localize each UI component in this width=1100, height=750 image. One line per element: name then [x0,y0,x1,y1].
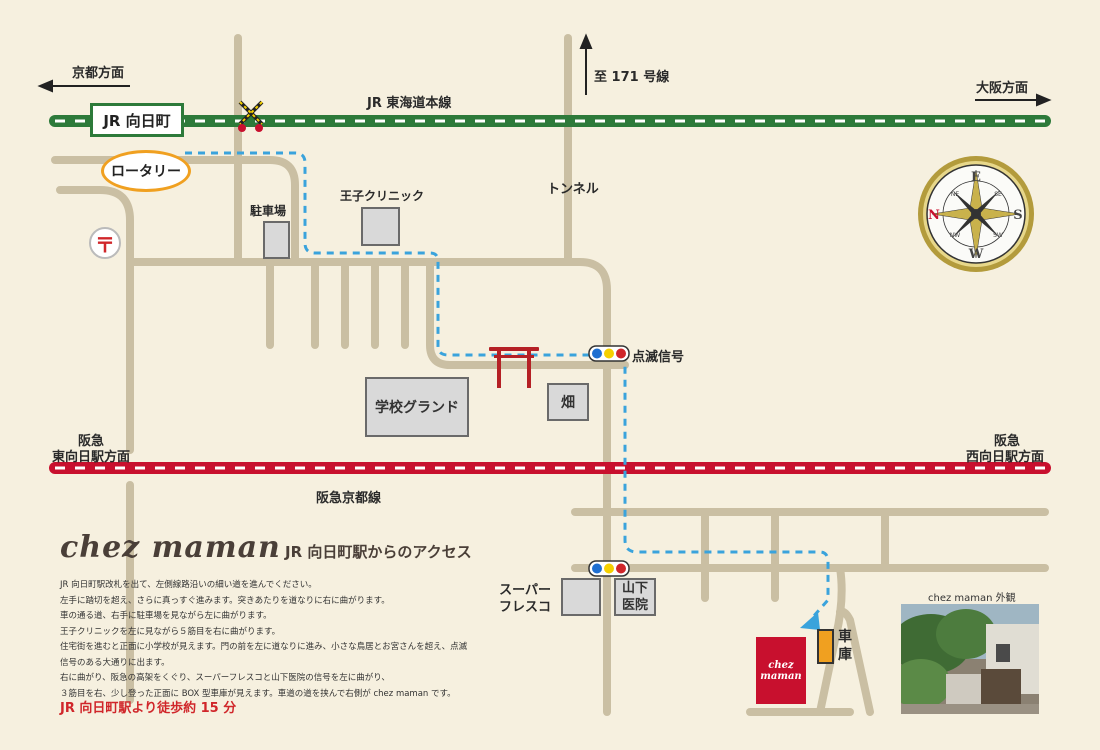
hankyu-line-label: 阪急京都線 [316,491,382,506]
direction-hankyu-west-2: 西向日駅方面 [966,450,1045,465]
hospital-box: 山下 医院 [614,578,656,616]
garage-box [817,629,834,664]
direction-line: 左手に踏切を超え、さらに真っすぐ進みます。突きあたりを道なりに右に曲がります。 [60,595,390,606]
exterior-photo [901,604,1039,714]
direction-kyoto: 京都方面 [72,66,125,81]
direction-hankyu-east-1: 阪急 [78,434,105,449]
torii-icon [489,347,539,388]
access-title: JR 向日町駅からのアクセス [285,543,472,561]
field: 畑 [547,383,589,421]
supermarket-label: スーパー フレスコ [499,583,552,615]
compass-ne-label: NE [951,191,959,198]
arrow-left-icon [37,79,53,93]
arrow-up-icon [579,33,593,49]
flashing-signal-icon [588,345,630,362]
tunnel-label: トンネル [547,182,599,197]
walk-time: JR 向日町駅より徒歩約 15 分 [60,701,237,716]
chez-maman-logo: chez maman [756,637,806,704]
logo-line1: chez [768,659,794,671]
compass-se-label: SE [994,191,1002,198]
direction-line: 車の通る道、右手に駐車場を見ながら左に曲がります。 [60,611,272,621]
compass-nw-label: NW [950,232,960,239]
access-directions: JR 向日町駅改札を出て、左側線路沿いの細い道を進んでください。 左手に踏切を超… [60,578,500,702]
walking-route [185,151,830,619]
traffic-signal-icon [588,560,630,577]
direction-line: 住宅街を進むと正面に小学校が見えます。門の前を左に道なりに進み、小さな鳥居とお宮… [60,642,468,652]
compass-icon [918,156,1034,272]
direction-hankyu-east-2: 東向日駅方面 [52,450,131,465]
garage-label: 車 庫 [838,629,852,663]
photo-caption: chez maman 外観 [928,593,1016,604]
logo-line2: maman [760,670,802,682]
direction-line: ３筋目を右、少し登った正面に BOX 型車庫が見えます。車道の道を挟んで右側が … [60,688,456,699]
compass-sw-label: SW [993,232,1003,239]
direction-osaka: 大阪方面 [976,81,1029,96]
rotary: ロータリー [101,150,191,192]
direction-line: 信号のある大通りに出ます。 [60,657,170,668]
direction-hankyu-west-1: 阪急 [994,434,1021,449]
flashing-signal-label: 点滅信号 [632,350,685,365]
post-office-icon: 〒 [89,227,121,259]
school-ground: 学校グランド [365,377,469,437]
compass-e-label: E [971,170,981,185]
jr-station: JR 向日町 [90,103,184,137]
compass-w-label: W [968,247,984,262]
compass-n-label: N [928,208,940,223]
direction-line: 王子クリニックを左に見ながら５筋目を右に曲がります。 [60,626,281,637]
arrow-right-icon [1036,93,1052,107]
clinic-box [361,207,400,246]
jr-line-label: JR 東海道本線 [367,96,452,111]
clinic-label: 王子クリニック [340,189,425,203]
brand-title: chez maman [60,530,281,565]
compass-s-label: S [1013,208,1022,223]
parking-label: 駐車場 [250,204,287,218]
railroad-crossing-icon [238,100,264,132]
route-arrow-icon [800,612,820,630]
direction-line: 右に曲がり、阪急の高架をくぐり、スーパーフレスコと山下医院の信号を左に曲がり、 [60,673,390,683]
parking-box [263,221,290,259]
direction-route171: 至 171 号線 [594,70,670,85]
supermarket-box [561,578,601,616]
direction-line: JR 向日町駅改札を出て、左側線路沿いの細い道を進んでください。 [60,580,317,590]
